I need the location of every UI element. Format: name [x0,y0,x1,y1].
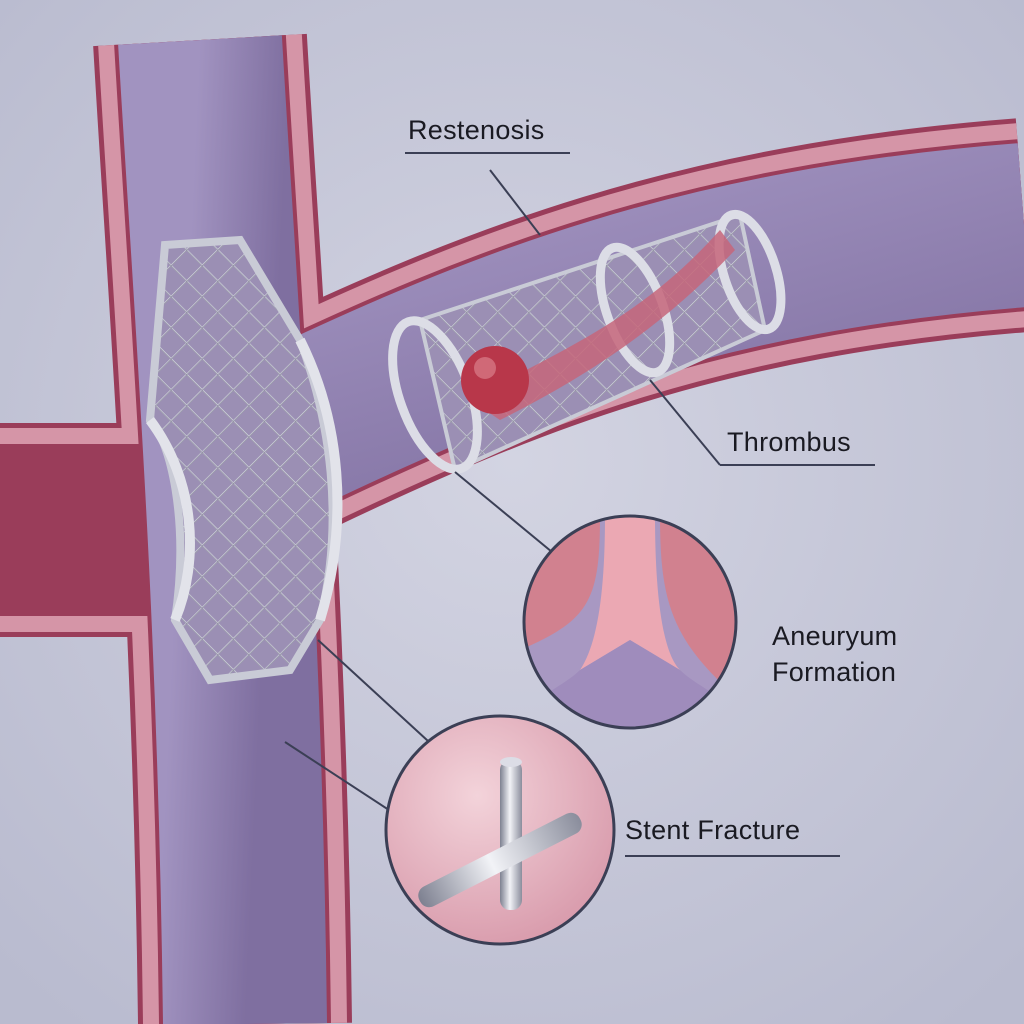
thrombus [461,230,735,420]
stent-fracture-callout-circle [384,714,616,946]
label-aneurysm-line2: Formation [772,657,897,687]
label-restenosis: Restenosis [408,115,545,145]
aneurysm-callout-circle [522,514,738,730]
label-aneurysm-line1: Aneuryum [772,621,898,651]
label-stent-fracture: Stent Fracture [625,815,801,845]
leader-lines [284,152,875,857]
stent-bifurcation [145,235,343,685]
label-thrombus: Thrombus [727,427,851,457]
